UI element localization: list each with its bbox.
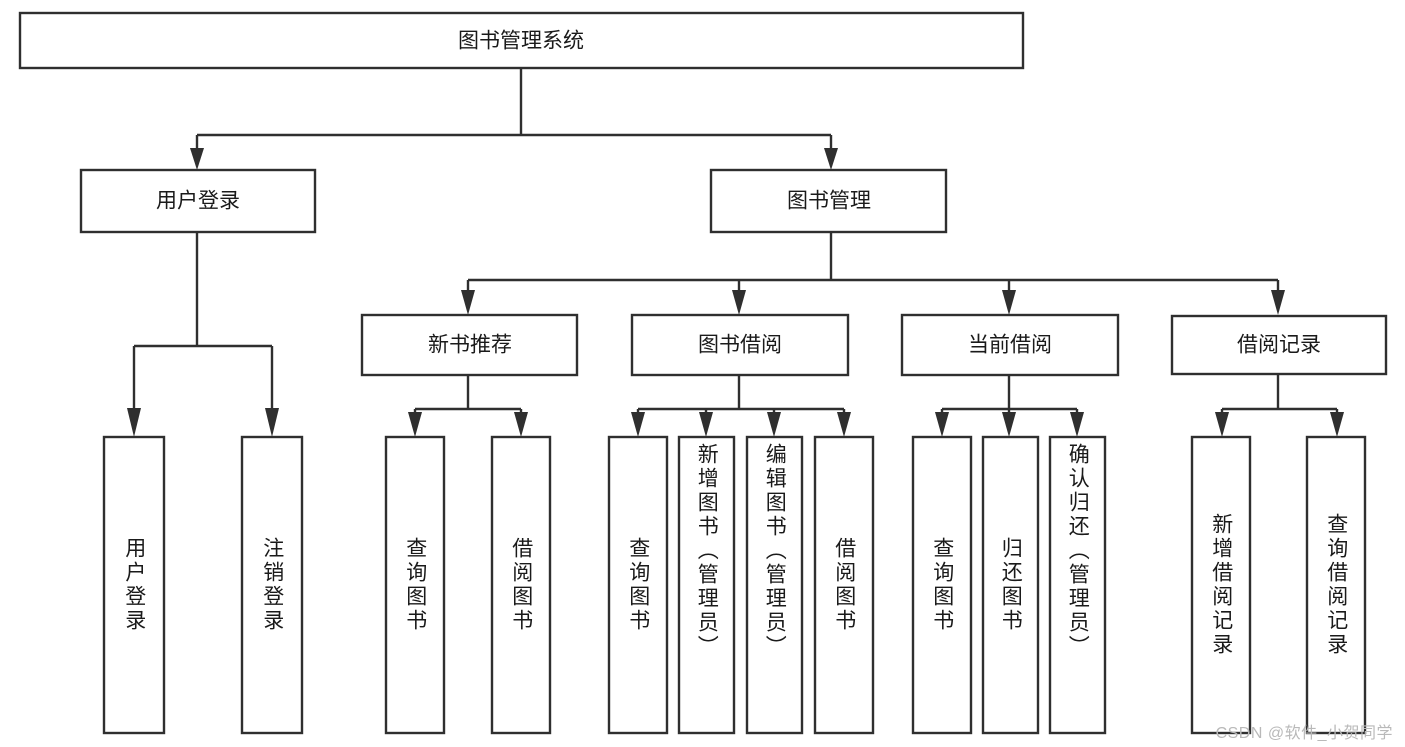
arrow-head-leaf-borrow-book-1 xyxy=(514,412,528,437)
leaf-box-query-book-1[interactable] xyxy=(384,435,446,735)
connector-group-new-book-recommend xyxy=(408,375,528,437)
leaf-box-user-login[interactable] xyxy=(102,435,166,735)
leaf-box-query-book-3[interactable] xyxy=(911,435,973,735)
node-new-book-recommend[interactable]: 新书推荐 xyxy=(360,313,579,377)
node-book-manage[interactable]: 图书管理 xyxy=(709,168,948,234)
node-new-book-recommend-label: 新书推荐 xyxy=(428,334,512,357)
node-book-borrow-box[interactable] xyxy=(630,313,850,377)
connector-group-user-login xyxy=(127,232,279,437)
connector-group-borrow-record xyxy=(1215,374,1344,437)
arrow-head-leaf-query-book-3 xyxy=(935,412,949,437)
node-root[interactable]: 图书管理系统 xyxy=(18,11,1025,70)
arrow-head-book-manage xyxy=(824,148,838,170)
arrow-head-leaf-logout xyxy=(265,408,279,437)
node-current-borrow-label: 当前借阅 xyxy=(968,334,1052,357)
node-borrow-record-box[interactable] xyxy=(1170,314,1388,376)
arrow-head-leaf-user-login xyxy=(127,408,141,437)
node-new-book-recommend-box[interactable] xyxy=(360,313,579,377)
arrow-head-new-book-recommend xyxy=(461,290,475,315)
node-root-box[interactable] xyxy=(18,11,1025,70)
leaf-box-return-book[interactable] xyxy=(981,435,1040,735)
node-book-borrow-label: 图书借阅 xyxy=(698,334,782,357)
arrow-head-user-login xyxy=(190,148,204,170)
arrow-head-leaf-add-record xyxy=(1215,412,1229,437)
arrow-head-borrow-record xyxy=(1271,290,1285,315)
arrow-head-leaf-query-book-2 xyxy=(631,412,645,437)
connector-group-book-borrow xyxy=(631,375,851,437)
node-root-label: 图书管理系统 xyxy=(458,30,584,53)
arrow-head-leaf-add-book xyxy=(699,412,713,437)
node-borrow-record[interactable]: 借阅记录 xyxy=(1170,314,1388,376)
node-current-borrow[interactable]: 当前借阅 xyxy=(900,313,1120,377)
node-book-manage-label: 图书管理 xyxy=(787,190,871,213)
leaf-box-add-record[interactable] xyxy=(1190,435,1252,735)
arrow-head-leaf-confirm-return xyxy=(1070,412,1084,437)
node-book-borrow[interactable]: 图书借阅 xyxy=(630,313,850,377)
leaf-box-logout[interactable] xyxy=(240,435,304,735)
arrow-head-book-borrow xyxy=(732,290,746,315)
node-user-login[interactable]: 用户登录 xyxy=(79,168,317,234)
leaf-box-add-book[interactable] xyxy=(677,435,736,735)
leaf-box-group xyxy=(102,435,1367,735)
arrow-head-leaf-borrow-book-2 xyxy=(837,412,851,437)
leaf-box-query-book-2[interactable] xyxy=(607,435,669,735)
node-borrow-record-label: 借阅记录 xyxy=(1237,334,1321,357)
leaf-box-borrow-book-1[interactable] xyxy=(490,435,552,735)
node-current-borrow-box[interactable] xyxy=(900,313,1120,377)
arrow-head-leaf-query-record xyxy=(1330,412,1344,437)
leaf-box-query-record[interactable] xyxy=(1305,435,1367,735)
leaf-box-edit-book[interactable] xyxy=(745,435,804,735)
arrow-head-leaf-query-book-1 xyxy=(408,412,422,437)
node-book-manage-box[interactable] xyxy=(709,168,948,234)
leaf-box-confirm-return[interactable] xyxy=(1048,435,1107,735)
leaf-box-borrow-book-2[interactable] xyxy=(813,435,875,735)
arrow-head-leaf-return-book xyxy=(1002,412,1016,437)
node-user-login-label: 用户登录 xyxy=(156,190,240,213)
arrow-head-leaf-edit-book xyxy=(767,412,781,437)
node-user-login-box[interactable] xyxy=(79,168,317,234)
connector-group-root xyxy=(190,68,838,170)
connector-group-current-borrow xyxy=(935,375,1084,437)
arrow-head-current-borrow xyxy=(1002,290,1016,315)
connector-group-book-manage xyxy=(461,232,1285,315)
csdn-watermark: CSDN @软件_小贺同学 xyxy=(1215,725,1393,742)
